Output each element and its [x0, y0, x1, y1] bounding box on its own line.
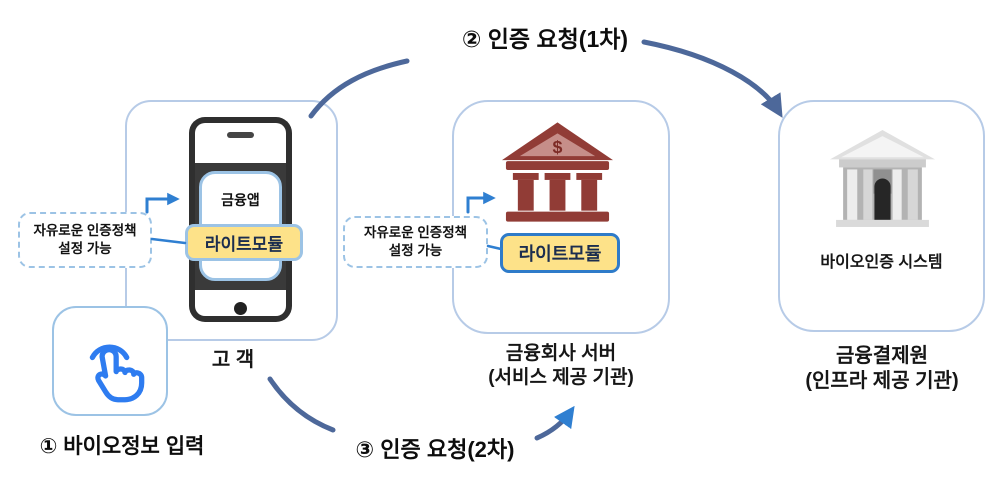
financial-server-caption-line2: (서비스 제공 기관) [488, 366, 634, 388]
auth-policy-callout-middle: 자유로운 인증정책 설정 가능 [343, 216, 488, 268]
callout-left-line2: 설정 가능 [58, 241, 112, 256]
financial-server-caption-line1: 금융회사 서버 [505, 343, 617, 364]
callout-left-line1: 자유로운 인증정책 [33, 222, 137, 238]
finance-app-label: 금융앱 [221, 192, 260, 208]
lite-module-customer: 라이트모듈 [185, 224, 303, 261]
biometric-input-box [52, 306, 168, 416]
auth-policy-callout-left: 자유로운 인증정책 설정 가능 [18, 212, 152, 268]
government-building-icon [830, 130, 935, 227]
smartphone-speaker-icon [227, 132, 254, 138]
bio-auth-system-label: 바이오인증 시스템 [820, 254, 943, 271]
tap-finger-icon [89, 344, 145, 403]
step3-label: ③ 인증 요청(2차) [355, 437, 515, 462]
kftc-caption-line1: 금융결제원 [836, 345, 928, 367]
kftc-caption-line2: (인프라 제공 기관) [805, 370, 959, 392]
bank-dollar-symbol: $ [553, 137, 563, 157]
step2-label: ② 인증 요청(1차) [461, 26, 629, 52]
callout-middle-line1: 자유로운 인증정책 [363, 224, 468, 240]
step1-label: ① 바이오정보 입력 [39, 435, 205, 458]
financial-server-caption: 금융회사 서버 (서비스 제공 기관) [446, 342, 676, 390]
smartphone-home-button-icon [234, 302, 247, 315]
bank-icon: $ [501, 122, 614, 222]
lite-module-server: 라이트모듈 [500, 233, 620, 273]
customer-caption: 고 객 [211, 349, 255, 371]
callout-middle-line2: 설정 가능 [388, 243, 443, 258]
auth-request-2-arrow [534, 405, 575, 441]
auth-request-2-arc-left [267, 376, 336, 433]
kftc-caption: 금융결제원 (인프라 제공 기관) [766, 344, 998, 394]
